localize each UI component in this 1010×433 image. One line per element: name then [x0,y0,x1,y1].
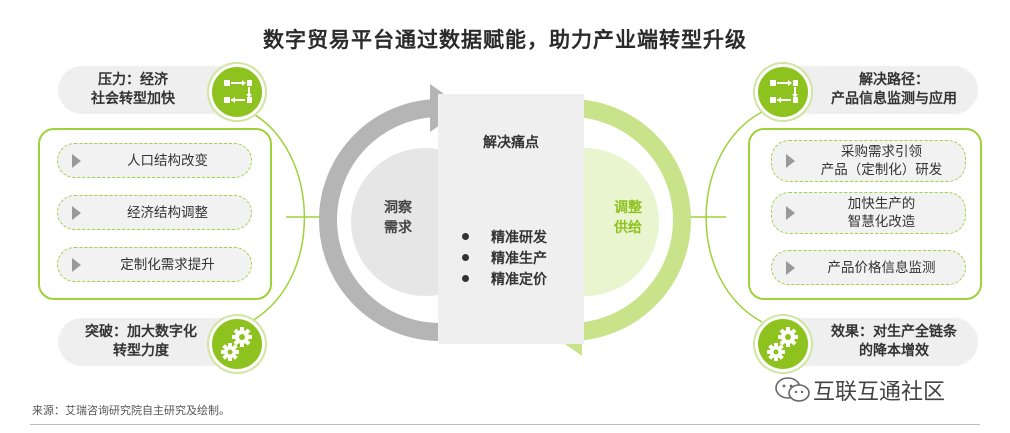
gray-cycle-arc [319,99,441,341]
left-disk-label: 洞察需求 [384,200,412,236]
list-item: 采购需求引领产品（定制化）研发 [771,140,966,182]
page-title: 数字贸易平台通过数据赋能，助力产业端转型升级 [263,28,747,52]
footer-divider [30,424,980,425]
list-item: 定制化需求提升 [57,247,252,282]
right-disk-label: 调整供给 [614,200,642,236]
list-item: 人口结构改变 [57,143,252,178]
watermark-text: 互联互通社区 [813,380,946,405]
gears-icon [209,316,265,372]
bullet-item: 精准定价 [462,270,547,291]
gears-icon [755,316,811,372]
list-item: 加快生产的智慧化改造 [771,192,966,234]
bullet-item: 精准研发 [462,228,547,249]
green-cycle-arc [569,99,691,341]
bullet-item: 精准生产 [462,249,547,270]
wechat-icon [775,377,810,402]
flow-icon [755,64,811,120]
source-note: 来源：艾瑞咨询研究院自主研究及绘制。 [32,404,230,417]
right-connector-curve [705,111,763,323]
center-panel [438,94,584,344]
center-heading: 解决痛点 [483,135,539,151]
center-bullets: 精准研发 精准生产 精准定价 [462,228,547,291]
list-item: 经济结构调整 [57,195,252,230]
flow-icon [209,64,265,120]
watermark: 互联互通社区 [773,374,945,406]
left-connector-curve [249,111,306,323]
list-item: 产品价格信息监测 [771,250,966,285]
